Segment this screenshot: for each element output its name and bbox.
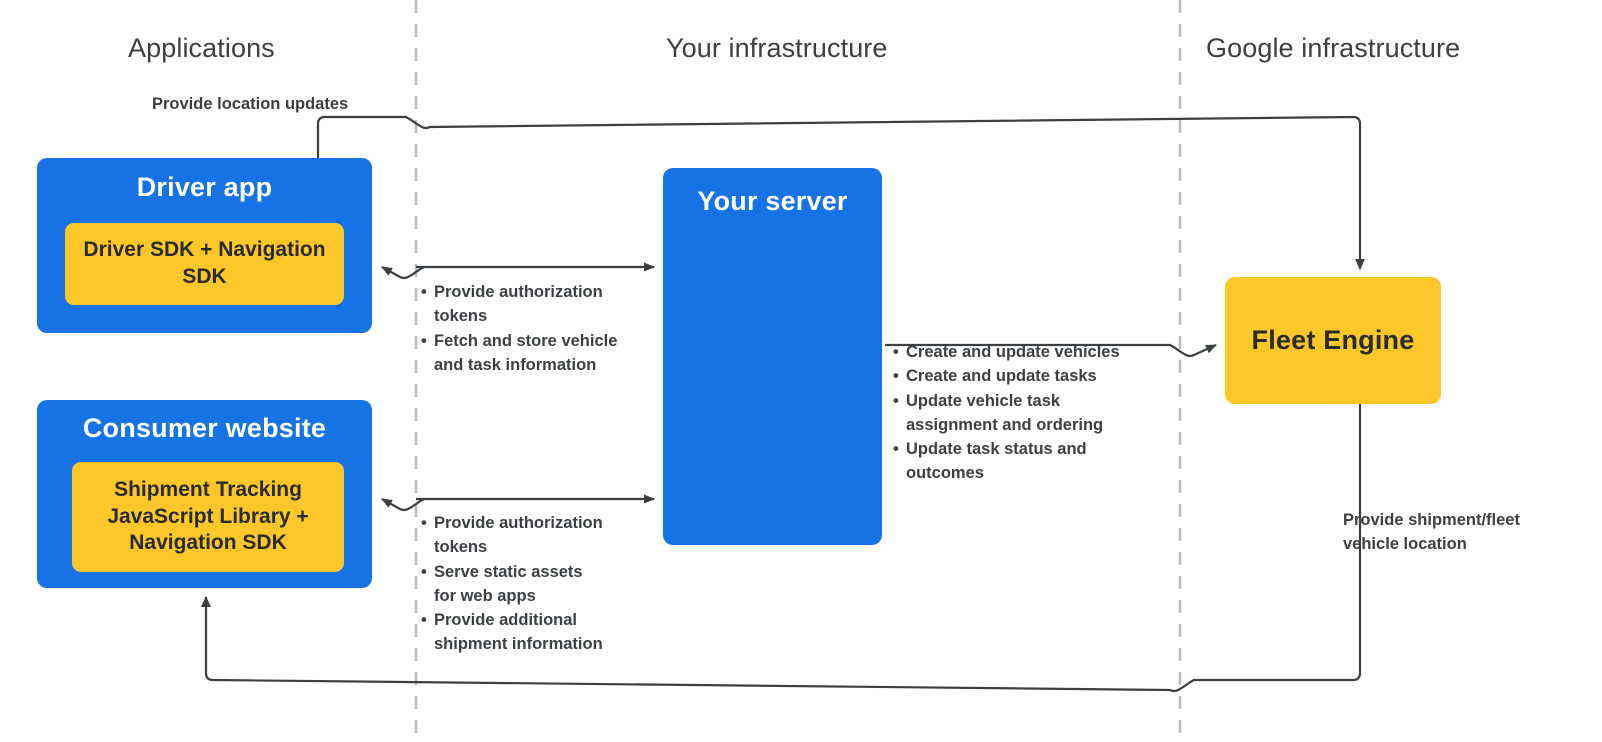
node-your-server[interactable]: Your server — [663, 168, 882, 545]
connector-server-to-fleet-engine — [885, 343, 1217, 358]
node-your-server-title: Your server — [697, 186, 848, 216]
list-item: Update task status and outcomes — [893, 437, 1158, 486]
connector-driver-to-fleet-engine — [316, 115, 1365, 270]
bullets-consumer-server: Provide authorization tokens Serve stati… — [421, 511, 653, 657]
zone-label-google-infrastructure: Google infrastructure — [1206, 33, 1461, 63]
node-consumer-website[interactable]: Consumer website Shipment Tracking JavaS… — [37, 400, 372, 588]
list-item: Serve static assets for web apps — [421, 560, 653, 609]
chip-driver-sdk[interactable]: Driver SDK + Navigation SDK — [65, 223, 344, 305]
connector-driver-server-right — [381, 266, 425, 280]
bullets-driver-server: Provide authorization tokens Fetch and s… — [421, 280, 653, 377]
node-fleet-engine[interactable]: Fleet Engine — [1225, 277, 1441, 404]
list-item: Provide additional shipment information — [421, 608, 653, 657]
zone-label-your-infrastructure: Your infrastructure — [666, 33, 888, 63]
chip-shipment-tracking-label: Shipment Tracking JavaScript Library + N… — [107, 477, 309, 555]
list-item: Provide authorization tokens — [421, 511, 653, 560]
label-provide-shipment-fleet-location: Provide shipment/fleet vehicle location — [1343, 511, 1520, 554]
node-driver-app-title: Driver app — [136, 172, 273, 202]
list-item: Create and update vehicles — [893, 340, 1158, 365]
node-driver-app[interactable]: Driver app Driver SDK + Navigation SDK — [37, 158, 372, 333]
node-fleet-engine-title: Fleet Engine — [1251, 325, 1415, 355]
chip-driver-sdk-label: Driver SDK + Navigation SDK — [83, 238, 326, 288]
list-item: Fetch and store vehicle and task informa… — [421, 329, 653, 378]
label-provide-location-updates: Provide location updates — [152, 95, 349, 113]
list-item: Create and update tasks — [893, 364, 1158, 389]
bullets-server-fleet-engine: Create and update vehicles Create and up… — [893, 340, 1158, 486]
node-consumer-website-title: Consumer website — [82, 413, 327, 443]
connector-fleet-engine-to-consumer — [201, 404, 1362, 693]
list-item: Provide authorization tokens — [421, 280, 653, 329]
connector-consumer-server-left — [381, 498, 425, 512]
chip-shipment-tracking[interactable]: Shipment Tracking JavaScript Library + N… — [72, 462, 344, 572]
list-item: Update vehicle task assignment and order… — [893, 389, 1158, 438]
zone-label-applications: Applications — [128, 33, 275, 63]
